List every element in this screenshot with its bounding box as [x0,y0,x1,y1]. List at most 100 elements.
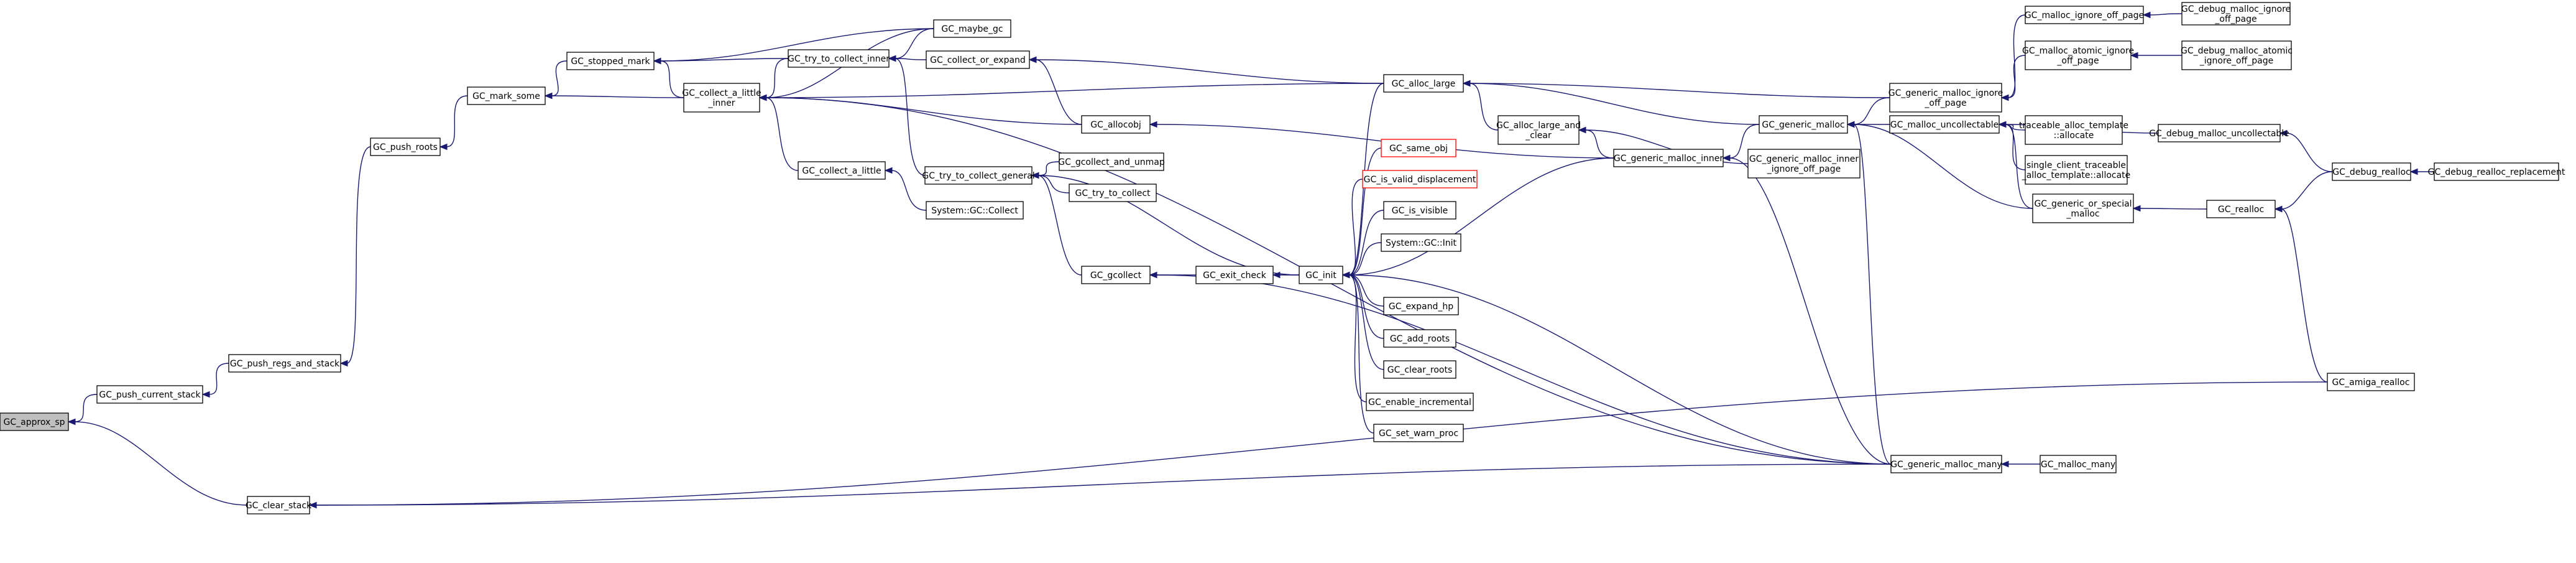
node-gc-try-to-collect-inner[interactable]: GC_try_to_collect_inner [788,49,890,68]
node-gc-debug-malloc-atomic-ignore-off-page[interactable]: GC_debug_malloc_atomic_ignore_off_page [2181,40,2293,70]
node-box [2032,193,2134,223]
node-box [1889,115,2000,134]
node-gc-malloc-uncollectable[interactable]: GC_malloc_uncollectable [1889,115,2000,134]
edge-line [2286,133,2333,172]
node-box [1299,266,1343,284]
node-box [926,201,1024,220]
edge-line [551,60,568,96]
node-gc-debug-realloc[interactable]: GC_debug_realloc [2332,162,2411,181]
node-box [1747,149,1861,179]
node-gc-exit-check[interactable]: GC_exit_check [1195,266,1274,284]
arrow-head-icon [1998,121,2007,128]
node-label: GC_allocobj [1090,120,1141,130]
edge-line [1348,242,1382,276]
node-gc-collect-a-little-inner[interactable]: GC_collect_a_little_inner [682,83,761,113]
node-box [0,412,69,431]
edge-n7-n6 [544,60,568,100]
node-label: GC_debug_malloc_atomic [2181,46,2293,56]
node-system-gc-collect[interactable]: System::GC::Collect [926,201,1024,220]
node-gc-expand-hp[interactable]: GC_expand_hp [1383,297,1459,315]
edge-n10-n8 [758,58,789,101]
node-gc-malloc-ignore-off-page[interactable]: GC_malloc_ignore_off_page [2025,6,2144,24]
node-gc-is-valid-displacement[interactable]: GC_is_valid_displacement [1362,170,1478,188]
edge-n21-n11 [1028,56,1384,84]
edge-n50-n3 [308,381,2328,509]
edge-line [1729,124,1760,159]
node-gc-generic-or-special-malloc[interactable]: GC_generic_or_special_malloc [2032,193,2134,223]
node-gc-alloc-large[interactable]: GC_alloc_large [1383,74,1464,93]
edge-n3-n1 [67,418,248,506]
node-gc-push-current-stack[interactable]: GC_push_current_stack [96,385,203,404]
edge-line [1853,124,1892,465]
node-gc-push-regs-and-stack[interactable]: GC_push_regs_and_stack [228,354,341,373]
node-gc-generic-malloc-inner[interactable]: GC_generic_malloc_inner [1613,149,1724,167]
edge-n34-n31 [1578,126,1749,164]
node-gc-generic-malloc-ignore-off-page[interactable]: GC_generic_malloc_ignore_off_page [1888,83,2003,113]
node-gc-generic-malloc-many[interactable]: GC_generic_malloc_many [1890,455,2002,473]
node-gc-debug-malloc-ignore-off-page[interactable]: GC_debug_malloc_ignore_off_page [2181,2,2291,26]
node-gc-same-obj[interactable]: GC_same_obj [1381,139,1456,157]
node-box [467,86,546,105]
node-gc-clear-roots[interactable]: GC_clear_roots [1383,360,1456,379]
node-label: System::GC::Init [1386,238,1457,248]
edge-line [1035,59,1082,125]
node-gc-approx-sp[interactable]: GC_approx_sp [0,412,69,431]
node-gc-generic-malloc-inner-ignore-off-page[interactable]: GC_generic_malloc_inner_ignore_off_page [1747,149,1861,179]
node-gc-mark-some[interactable]: GC_mark_some [467,86,546,105]
node-label: GC_malloc_atomic_ignore [2022,46,2134,56]
node-gc-allocobj[interactable]: GC_allocobj [1081,115,1151,134]
node-box [247,496,310,514]
node-gc-realloc[interactable]: GC_realloc [2206,200,2276,218]
node-system-gc-init[interactable]: System::GC::Init [1381,233,1461,252]
edge-line [1348,274,1384,307]
node-box [1890,455,2002,473]
node-gc-try-to-collect[interactable]: GC_try_to_collect [1069,184,1157,202]
node-label: GC_same_obj [1389,144,1448,154]
node-traceable-alloc-template-allocate[interactable]: traceable_alloc_template::allocate [2019,115,2128,145]
node-box [926,50,1030,69]
node-gc-init[interactable]: GC_init [1299,266,1343,284]
node-single-client-traceable-alloc-template-allocate[interactable]: single_client_traceable_alloc_template::… [2022,155,2131,185]
node-gc-debug-realloc-replacement[interactable]: GC_debug_realloc_replacement [2428,162,2565,181]
node-gc-stopped-mark[interactable]: GC_stopped_mark [566,52,655,70]
node-gc-clear-stack[interactable]: GC_clear_stack [246,496,312,514]
node-gc-malloc-atomic-ignore-off-page[interactable]: GC_malloc_atomic_ignore_off_page [2022,40,2134,70]
arrow-head-icon [2000,460,2009,468]
node-label: GC_gcollect [1090,271,1142,281]
node-gc-is-visible[interactable]: GC_is_visible [1383,201,1456,220]
node-gc-alloc-large-and-clear[interactable]: GC_alloc_large_and_clear [1496,115,1581,145]
node-gc-set-warn-proc[interactable]: GC_set_warn_proc [1373,424,1464,442]
node-gc-try-to-collect-general[interactable]: GC_try_to_collect_general [922,166,1035,185]
node-gc-gcollect-and-unmap[interactable]: GC_gcollect_and_unmap [1058,152,1165,171]
arrow-head-icon [2000,94,2009,101]
node-box [2040,455,2117,473]
node-gc-malloc-many[interactable]: GC_malloc_many [2040,455,2117,473]
edge-n24-n20 [1341,210,1384,279]
node-gc-debug-malloc-uncollectable[interactable]: GC_debug_malloc_uncollectable [2149,124,2289,142]
node-gc-collect-a-little[interactable]: GC_collect_a_little [798,161,886,180]
node-gc-enable-incremental[interactable]: GC_enable_incremental [1366,393,1474,411]
node-gc-collect-or-expand[interactable]: GC_collect_or_expand [926,50,1030,69]
node-gc-maybe-gc[interactable]: GC_maybe_gc [933,19,1011,38]
edge-line [1729,157,1892,465]
arrow-head-icon [1028,56,1037,63]
node-label: GC_push_regs_and_stack [230,359,340,369]
edge-line [1853,97,1890,125]
node-box [1497,115,1580,145]
node-label: GC_malloc_many [2041,460,2115,470]
node-box [2025,6,2144,24]
node-gc-gcollect[interactable]: GC_gcollect [1081,266,1151,284]
edge-line [1469,83,1499,131]
edge-n8-n6 [544,92,684,100]
node-gc-push-roots[interactable]: GC_push_roots [370,137,441,156]
edge-n38-n35 [2000,14,2026,101]
node-gc-add-roots[interactable]: GC_add_roots [1383,329,1456,348]
edge-n13-n10 [888,55,926,176]
node-label: _ignore_off_page [2199,56,2273,66]
node-label: GC_debug_realloc [2332,167,2410,177]
node-gc-amiga-realloc[interactable]: GC_amiga_realloc [2327,373,2415,391]
node-gc-generic-malloc[interactable]: GC_generic_malloc [1759,115,1848,134]
node-label: GC_try_to_collect [1075,188,1151,198]
node-box [96,385,203,404]
